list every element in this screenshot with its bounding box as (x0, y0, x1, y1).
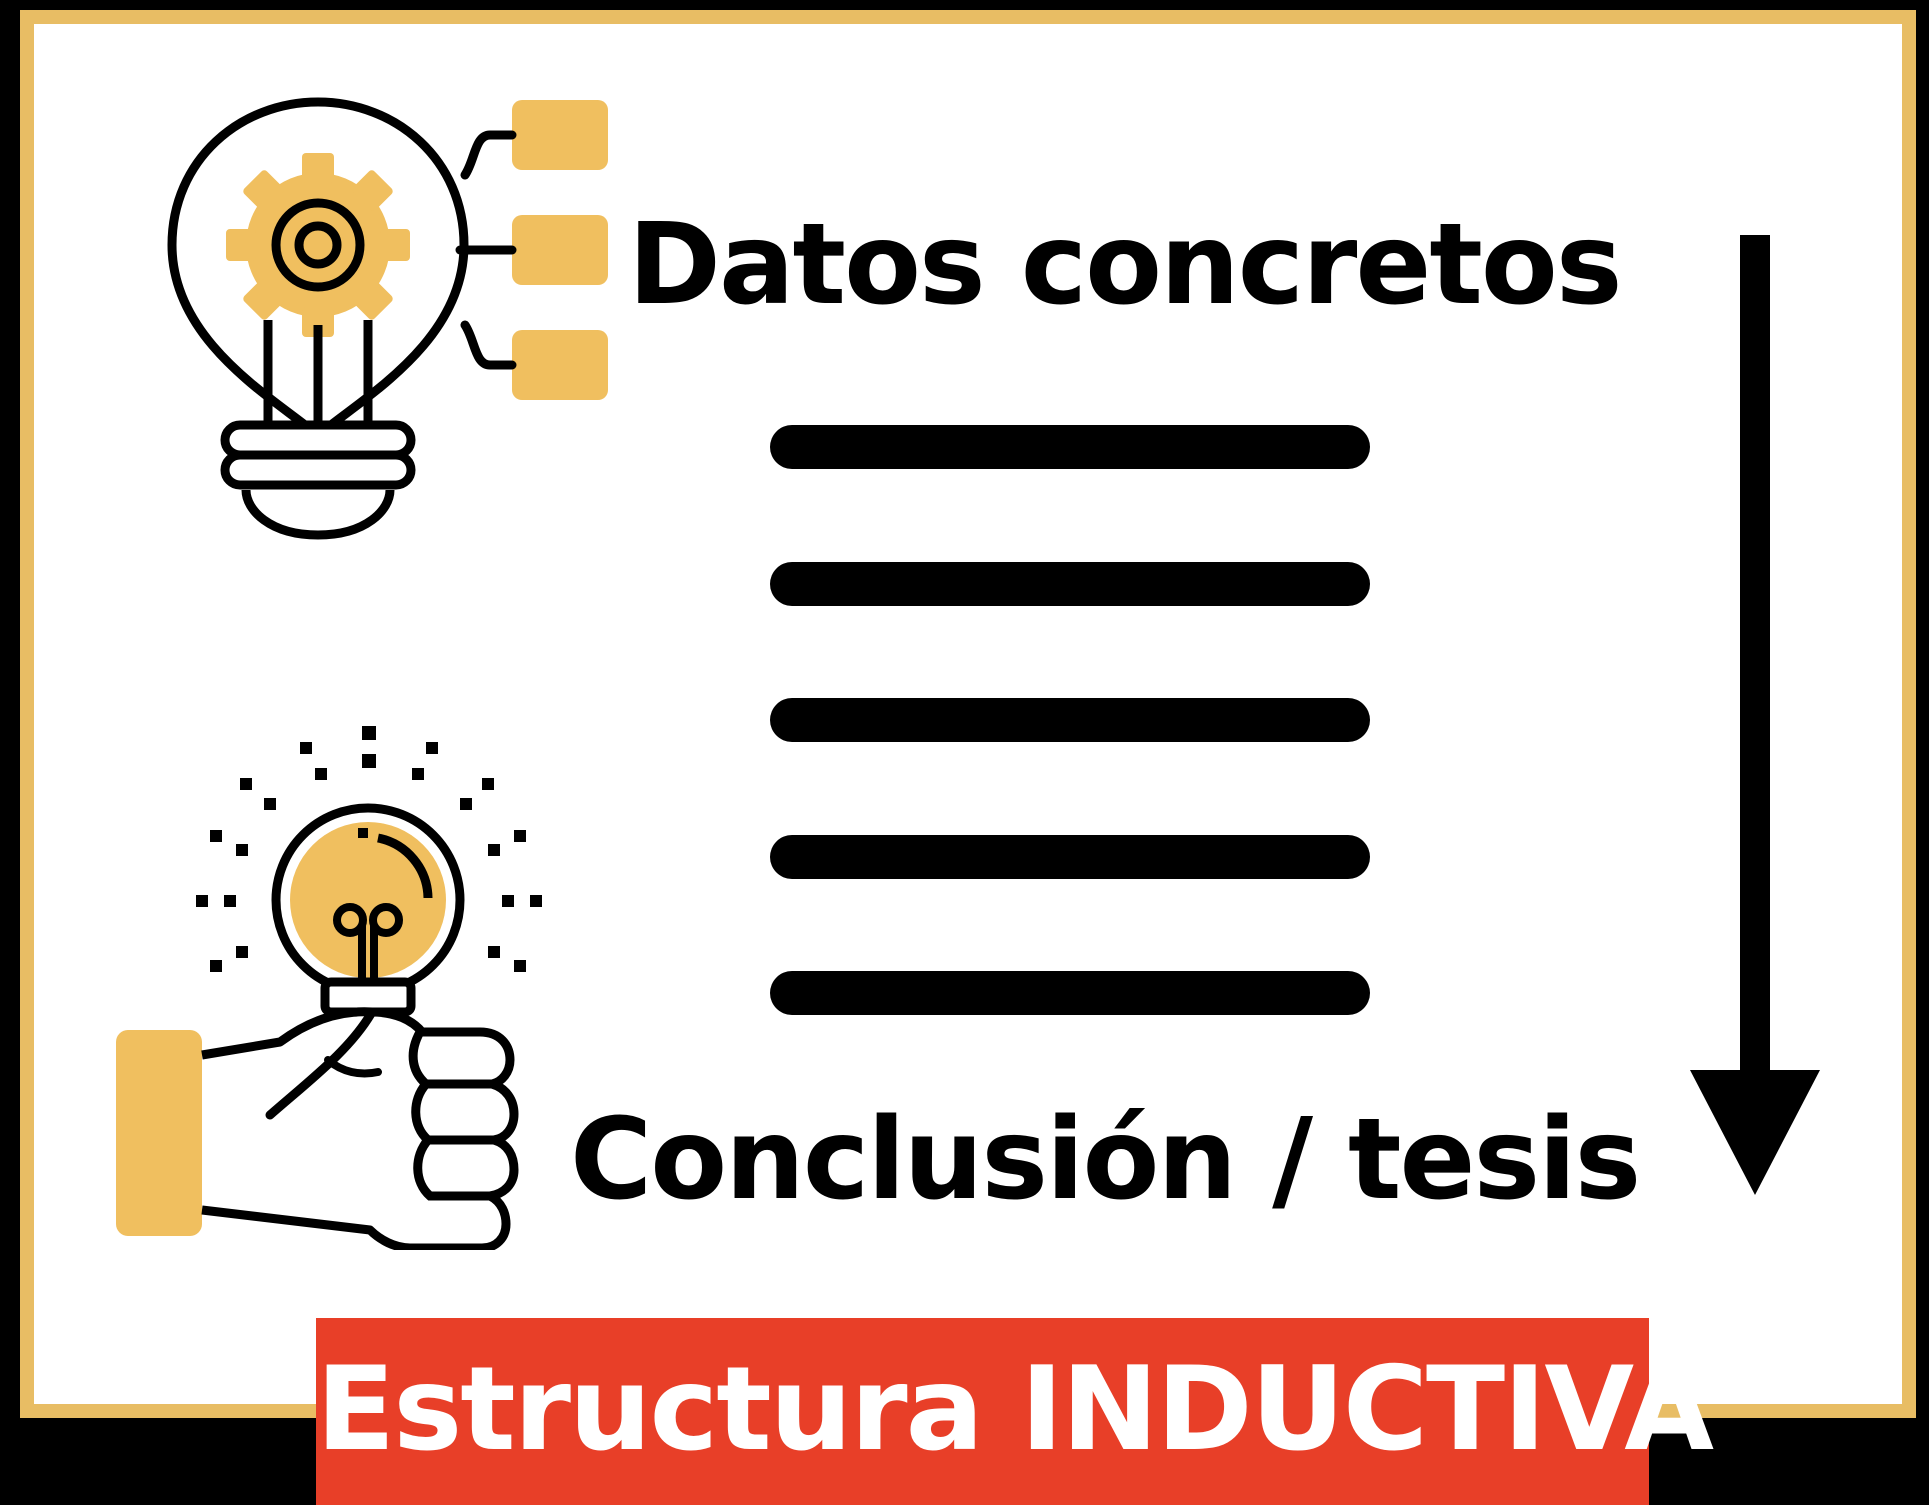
hand-holding-lightbulb-icon (110, 720, 560, 1253)
banner-title: Estructura INDUCTIVA (316, 1342, 1714, 1477)
text-line (770, 971, 1370, 1015)
text-lines-group (770, 425, 1370, 1015)
text-line (770, 698, 1370, 742)
title-banner: Estructura INDUCTIVA (316, 1318, 1714, 1505)
text-line (770, 562, 1370, 606)
text-line (770, 425, 1370, 469)
bottom-label: Conclusión / tesis (570, 1095, 1641, 1225)
down-arrow-icon (1690, 235, 1820, 1200)
top-label: Datos concretos (628, 200, 1622, 330)
lightbulb-gear-icon (150, 90, 620, 550)
text-line (770, 835, 1370, 879)
